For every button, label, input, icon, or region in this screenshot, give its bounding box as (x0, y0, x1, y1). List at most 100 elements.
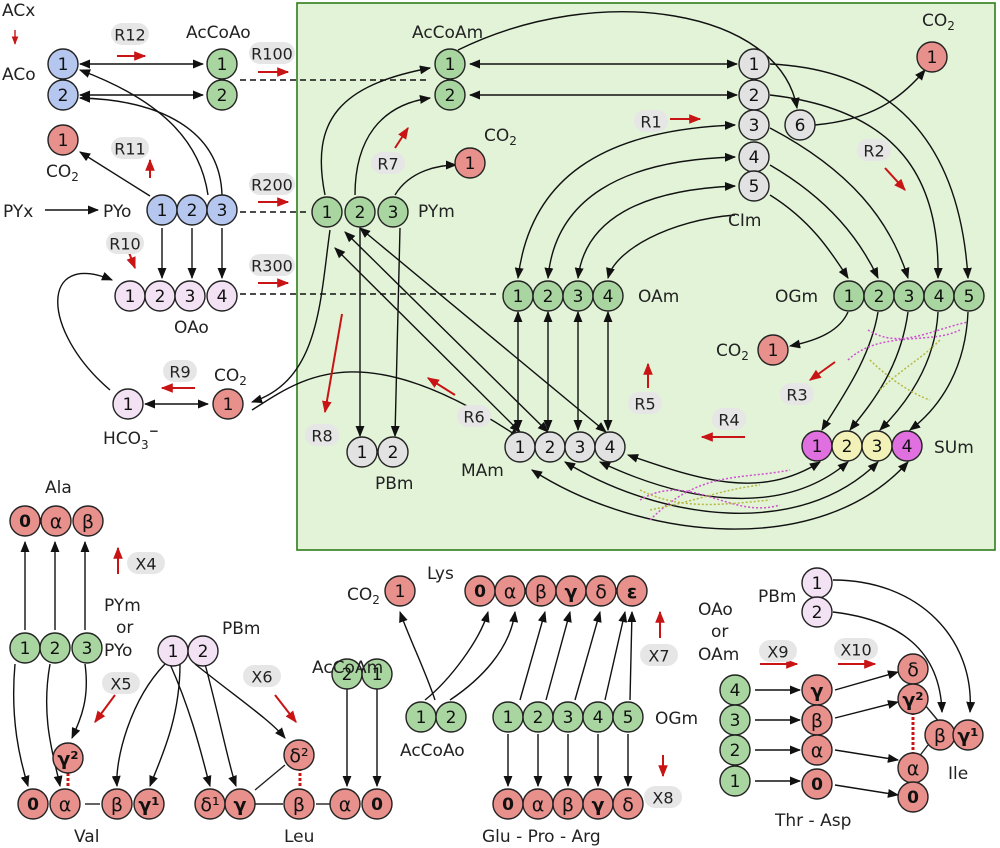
reaction-label-r1: R1 (634, 110, 668, 132)
reaction-label-x10: X10 (834, 638, 878, 660)
node-label: 5 (964, 287, 975, 307)
reaction-label-r12: R12 (111, 23, 149, 45)
label-leu: Leu (284, 827, 314, 847)
node-thr-beta: β (801, 704, 833, 736)
node-circle (612, 701, 644, 733)
node-label: 1 (503, 708, 514, 728)
label-oam: OAm (638, 287, 679, 307)
node-label: β (293, 794, 305, 816)
node-accoam-x-1: 1 (361, 658, 393, 690)
node-sum-4: 4 (891, 430, 923, 462)
reaction-label-bg (102, 672, 140, 694)
node-label: 3 (573, 287, 584, 307)
reaction-label-bg (111, 137, 149, 159)
node-lys-0: 0 (464, 575, 496, 607)
node-lys-beta: β (525, 575, 557, 607)
node-circle (384, 575, 416, 607)
reaction-label-r9: R9 (163, 360, 197, 382)
node-sum-1: 1 (801, 430, 833, 462)
reaction-label-bg (644, 786, 682, 808)
node-label: γ² (57, 748, 78, 770)
node-label: β (562, 794, 574, 816)
node-label: 3 (730, 711, 741, 731)
node-glu-0: 0 (492, 788, 524, 820)
node-aco-2: 2 (47, 79, 79, 111)
node-ala-0: 0 (9, 505, 41, 537)
node-label: 2 (198, 642, 209, 662)
node-label: δ¹ (200, 794, 219, 816)
node-circle (719, 765, 751, 797)
node-pyo-2: 2 (176, 194, 208, 226)
node-pbm-2: 2 (377, 436, 409, 468)
node-circle (39, 632, 71, 664)
node-label: 0 (371, 795, 383, 815)
node-thr-alpha: α (801, 734, 833, 766)
node-leu-alpha: α (329, 788, 361, 820)
node-oao-3: 3 (174, 280, 206, 312)
label-lys: Lys (427, 564, 454, 584)
node-label: 1 (844, 287, 855, 307)
label-hco3: HCO3− (103, 424, 159, 452)
node-val-alpha: α (49, 788, 81, 820)
node-label: 1 (357, 443, 368, 463)
node-label: 1 (445, 55, 456, 75)
node-label: 1 (515, 438, 526, 458)
node-circle (329, 788, 361, 820)
reaction-label-text: X8 (652, 789, 673, 808)
node-circle (738, 170, 770, 202)
node-label: 4 (730, 681, 741, 701)
node-label: β (82, 511, 94, 533)
node-ile-beta: β (924, 719, 956, 751)
node-label: 3 (749, 116, 760, 136)
node-ala-alpha: α (40, 505, 72, 537)
node-label: 2 (545, 438, 556, 458)
node-label: 1 (58, 131, 69, 151)
node-circle (784, 109, 816, 141)
node-co2-cim: 1 (916, 41, 948, 73)
label-oao: OAo (174, 318, 209, 338)
node-co2-hco3: 1 (212, 388, 244, 420)
node-label: 4 (593, 708, 604, 728)
node-circle (616, 575, 648, 607)
node-pym-2: 2 (344, 196, 376, 228)
label-co2-lys: CO2 (347, 585, 380, 607)
node-circle (592, 280, 624, 312)
node-label: 0 (27, 795, 39, 815)
node-pbm-ile-1: 1 (801, 567, 833, 599)
node-label: β (111, 794, 123, 816)
node-pbm-1: 1 (346, 436, 378, 468)
reaction-label-bg (457, 405, 491, 427)
reaction-label-bg (759, 640, 797, 662)
node-pym-x-3: 3 (71, 632, 103, 664)
node-ogm-3: 3 (893, 280, 925, 312)
node-label: β (535, 581, 547, 603)
label-co2-ogm: CO2 (716, 341, 749, 363)
node-oam-3: 3 (562, 280, 594, 312)
node-circle (361, 788, 393, 820)
label-ile: Ile (948, 764, 968, 784)
label-pbm-mito: PBm (375, 474, 413, 494)
node-ile-delta: δ (897, 653, 929, 685)
label-mam: MAm (461, 461, 504, 481)
label-pym-or-pyo-2: or (116, 618, 133, 638)
node-pym-x-1: 1 (9, 632, 41, 664)
node-ile-gamma2: γ² (897, 683, 929, 715)
node-label: 0 (502, 795, 514, 815)
node-label: 4 (934, 287, 945, 307)
label-pbm-val: PBm (222, 619, 260, 639)
node-label: 3 (904, 287, 915, 307)
label-acx: ACx (2, 1, 35, 21)
node-circle (494, 575, 526, 607)
node-leu-0: 0 (361, 788, 393, 820)
reaction-label-bg (634, 110, 668, 132)
node-ogm-5: 5 (953, 280, 985, 312)
node-circle (206, 79, 238, 111)
node-ile-gamma1: γ¹ (952, 719, 984, 751)
node-label: 4 (902, 437, 913, 457)
node-circle (47, 79, 79, 111)
node-label: δ² (289, 745, 308, 767)
label-val: Val (74, 827, 99, 847)
node-oa-x-4: 4 (719, 674, 751, 706)
label-ogm-lys: OGm (655, 709, 698, 729)
node-circle (738, 48, 770, 80)
